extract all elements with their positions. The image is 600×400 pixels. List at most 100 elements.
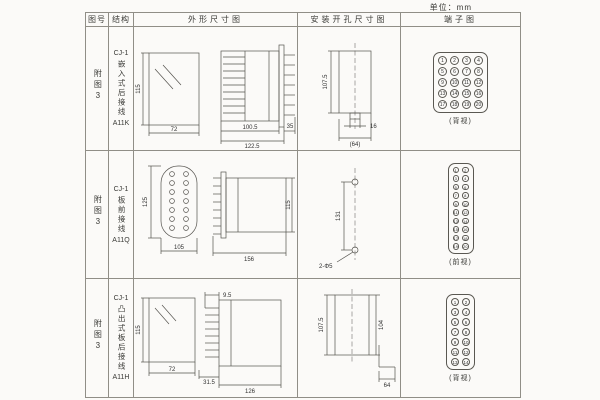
terminal-pin: 16 (462, 226, 469, 233)
dim-body-length: 126 (244, 389, 255, 395)
relay-code: A11Q (112, 236, 130, 244)
relay-code: A11H (112, 374, 130, 382)
relay-code: A11K (112, 120, 130, 127)
terminal-pin: 20 (474, 99, 483, 109)
terminal-pin: 14 (462, 357, 470, 366)
structure-description: 板前接线 (117, 195, 127, 234)
terminal-pin: 1 (451, 297, 459, 306)
table-row: 附图3 CJ-1 凸出式板后接线 A11H (85, 278, 521, 398)
terminal-pin: 8 (462, 327, 470, 336)
terminal-pin: 18 (450, 99, 459, 109)
outline-diagram-cell: 115 72 9.5 31.5 126 (133, 278, 298, 398)
terminal-pin: 8 (462, 192, 469, 199)
dim-width: 72 (170, 127, 177, 133)
terminal-pin: 13 (438, 88, 447, 98)
dim-cutout-height: 107.5 (323, 73, 329, 89)
terminal-view-caption: (前视) (449, 258, 472, 266)
dim-height: 115 (136, 83, 142, 93)
terminal-pin: 9 (451, 337, 459, 346)
dim-hole-spacing: 131 (336, 210, 342, 221)
header-outline: 外形尺寸图 (133, 12, 298, 27)
terminal-pin: 10 (450, 77, 459, 87)
dim-body-length: 100.5 (242, 125, 258, 131)
terminal-pin: 2 (450, 55, 459, 65)
install-linework (323, 289, 395, 382)
outline-linework (140, 44, 295, 144)
terminal-pin: 1 (438, 55, 447, 65)
header-install: 安装开孔尺寸图 (297, 12, 401, 27)
table-row: 附图3 CJ-1 嵌入式后接线 A11K (85, 26, 521, 151)
terminal-pin: 10 (462, 337, 470, 346)
relay-model: CJ-1 (113, 294, 129, 302)
figure-number-cell: 附图3 (85, 278, 109, 398)
figure-number-cell: 附图3 (85, 150, 109, 279)
dim-inner-height: 104 (379, 319, 385, 330)
terminal-pin: 20 (462, 243, 469, 250)
terminal-pin: 14 (462, 217, 469, 224)
terminal-pin: 1 (452, 166, 459, 173)
dim-cutout-height: 107.5 (319, 317, 325, 333)
install-diagram-cell: 107.5 104 64 (297, 278, 401, 398)
figure-number: 附图3 (93, 69, 103, 103)
figure-number: 附图3 (93, 195, 103, 229)
terminal-pin: 13 (451, 357, 459, 366)
terminal-pin: 2 (462, 297, 470, 306)
terminal-pin: 5 (452, 183, 459, 190)
dim-body-height: 115 (286, 199, 292, 209)
terminal-pin: 5 (438, 66, 447, 76)
terminal-pin: 14 (450, 88, 459, 98)
figure-number-cell: 附图3 (85, 26, 109, 151)
structure-cell: CJ-1 凸出式板后接线 A11H (108, 278, 134, 398)
terminal-pin: 7 (462, 66, 471, 76)
terminal-pin: 17 (438, 99, 447, 109)
dim-cutout-width: 64 (383, 383, 390, 389)
terminal-pin: 16 (474, 88, 483, 98)
header-figure-no: 图号 (85, 12, 109, 27)
outline-linework (140, 292, 281, 388)
terminal-pin: 8 (474, 66, 483, 76)
terminal-pin: 4 (462, 307, 470, 316)
structure-description: 凸出式板后接线 (117, 304, 127, 372)
outline-drawing: 125 105 156 115 (143, 165, 295, 263)
terminal-view-caption: (背视) (449, 117, 472, 125)
header-terminal: 端子图 (400, 12, 521, 27)
install-linework (336, 167, 358, 262)
terminal-pin: 6 (462, 317, 470, 326)
dim-total-length: 156 (243, 257, 254, 263)
terminal-pin: 15 (462, 88, 471, 98)
dim-width: 72 (168, 367, 175, 373)
terminal-pin: 7 (452, 192, 459, 199)
terminal-pin: 11 (462, 77, 471, 87)
dim-hole-spec: 2-Φ5 (319, 264, 333, 270)
terminal-pin: 3 (462, 55, 471, 65)
figure-number: 附图3 (93, 318, 103, 353)
terminal-pin: 2 (462, 166, 469, 173)
spec-table: 图号 结构 外形尺寸图 安装开孔尺寸图 端子图 附图3 CJ-1 嵌入式后接线 … (85, 12, 521, 398)
outline-diagram-cell: 125 105 156 115 (133, 150, 298, 279)
terminal-pin: 6 (450, 66, 459, 76)
terminal-pin: 9 (452, 200, 459, 207)
terminal-pin: 18 (462, 234, 469, 241)
install-drawing: 131 2-Φ5 (319, 167, 358, 270)
terminal-pin: 11 (451, 347, 459, 356)
terminal-pin: 12 (474, 77, 483, 87)
dim-pin-length: 35 (286, 124, 293, 130)
header-row: 图号 结构 外形尺寸图 安装开孔尺寸图 端子图 (85, 12, 521, 27)
outline-diagram-cell: 115 72 100.5 122.5 35 (133, 26, 298, 151)
dim-cutout-width: (64) (349, 142, 360, 148)
terminal-view-caption: (背视) (449, 374, 472, 382)
outline-linework (147, 165, 295, 256)
install-linework (327, 42, 371, 141)
terminal-pin: 9 (438, 77, 447, 87)
dim-total-length: 122.5 (244, 144, 260, 149)
terminal-pin: 4 (474, 55, 483, 65)
dim-height: 115 (136, 325, 142, 335)
unit-label: 单位：mm (429, 3, 472, 12)
dim-plate-height: 125 (143, 196, 149, 207)
install-diagram-cell: 131 2-Φ5 (297, 150, 401, 279)
